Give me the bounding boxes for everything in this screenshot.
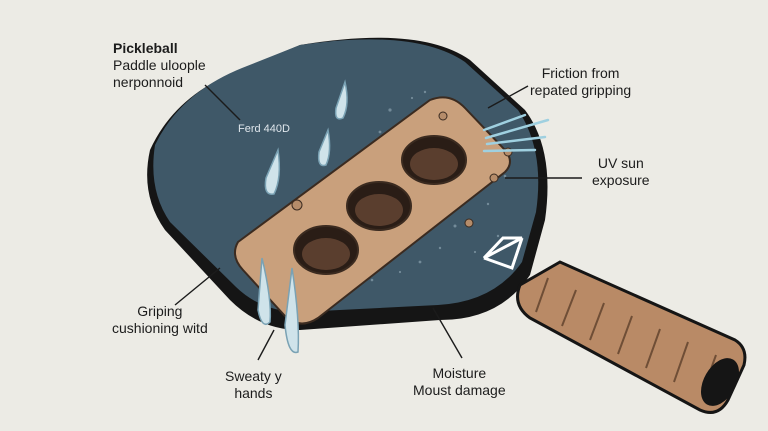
moisture-label: Moisture Moust damage <box>413 365 506 399</box>
griping-label: Griping cushioning witd <box>112 303 208 337</box>
uv-line2: exposure <box>592 172 650 188</box>
water-drops <box>257 79 348 354</box>
paddle-handle <box>516 260 747 414</box>
friction-line1: Friction from <box>541 65 620 81</box>
subtitle-line1: Paddle uloople <box>113 57 206 73</box>
subtitle-line2: nerponnoid <box>113 74 184 90</box>
uv-label: UV sun exposure <box>592 155 650 189</box>
brand-logo <box>482 236 524 270</box>
title-label: Pickleball Paddle uloople nerponnoid <box>113 40 206 91</box>
sweaty-label: Sweaty y hands <box>225 368 282 402</box>
griping-line2: cushioning witd <box>112 320 208 336</box>
friction-sparks-icon <box>482 113 550 153</box>
friction-label: Friction from repated gripping <box>530 65 631 99</box>
sweaty-line2: hands <box>234 385 273 401</box>
leader-lines <box>174 84 582 361</box>
friction-line2: repated gripping <box>530 82 632 98</box>
moisture-line2: Moust damage <box>413 382 506 398</box>
moisture-line1: Moisture <box>432 365 487 381</box>
griping-line1: Griping <box>137 303 183 319</box>
sweaty-line1: Sweaty y <box>225 368 282 384</box>
uv-line1: UV sun <box>597 155 644 171</box>
paddle-face-text: Ferd 440D <box>238 123 290 135</box>
handle-butt-cap <box>701 358 739 406</box>
title: Pickleball <box>113 40 178 56</box>
core-holes <box>293 135 467 275</box>
